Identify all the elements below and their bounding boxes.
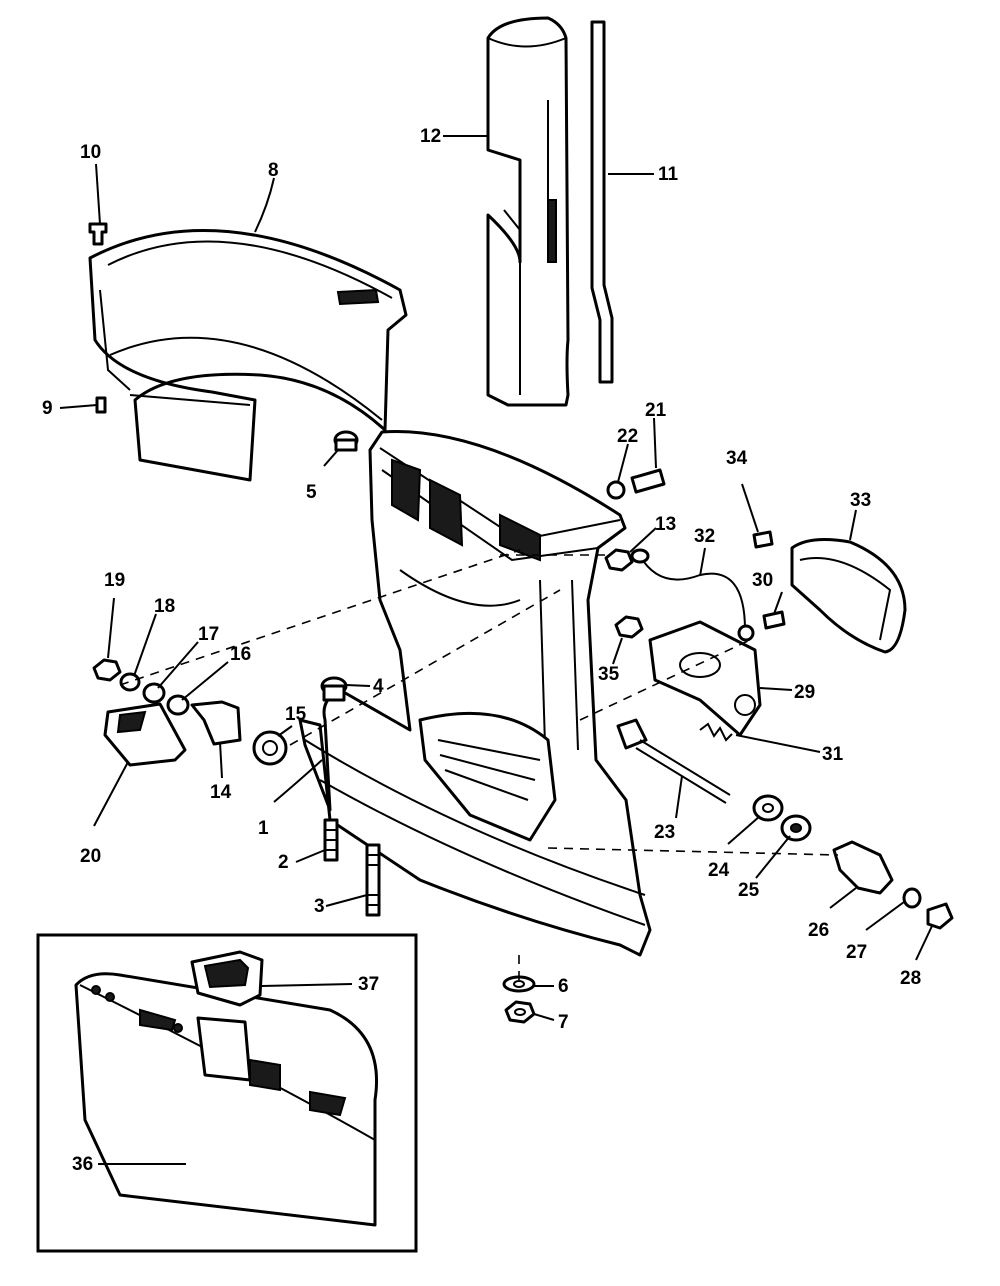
- label-26: 26: [808, 920, 829, 941]
- label-5: 5: [306, 482, 317, 503]
- label-22: 22: [617, 426, 638, 447]
- bolt-21: [630, 468, 666, 494]
- label-4: 4: [373, 676, 384, 697]
- label-20: 20: [80, 846, 101, 867]
- label-10: 10: [80, 142, 101, 163]
- fitting-14: [190, 700, 242, 746]
- label-11: 11: [658, 164, 679, 185]
- fitting-26: [832, 840, 894, 895]
- label-31: 31: [822, 744, 844, 765]
- washer-27: [902, 887, 922, 909]
- label-12: 12: [420, 126, 441, 147]
- label-16: 16: [230, 644, 251, 665]
- cover-20: [103, 702, 187, 767]
- callout-labels: 1 2 3 4 5 6 7 8 9 10 11 12 13 14 15 16 1…: [42, 126, 921, 1175]
- bolt-23: [616, 718, 731, 804]
- label-17: 17: [198, 624, 219, 645]
- label-18: 18: [154, 596, 175, 617]
- label-2: 2: [278, 852, 289, 873]
- label-3: 3: [314, 896, 325, 917]
- washer-24: [752, 794, 784, 822]
- label-1: 1: [258, 818, 269, 839]
- washer-18: [119, 672, 141, 692]
- label-32: 32: [694, 526, 715, 547]
- plate-29: [648, 620, 762, 737]
- seal-15: [252, 730, 288, 766]
- chaps-cover: [88, 229, 408, 482]
- inset-box: [36, 933, 418, 1253]
- label-24: 24: [708, 860, 730, 881]
- exhaust-tube: [486, 16, 570, 407]
- stud-2: [323, 818, 339, 862]
- label-34: 34: [726, 448, 748, 469]
- spring-31: [699, 722, 733, 742]
- label-21: 21: [645, 400, 667, 421]
- label-33: 33: [850, 490, 871, 511]
- stud-3: [365, 843, 381, 917]
- leader-lines: [59, 135, 933, 1165]
- shift-rod: [590, 20, 614, 384]
- washer-17: [142, 682, 166, 704]
- nut-35: [614, 615, 644, 639]
- cover-33: [790, 538, 907, 654]
- nut-28: [926, 902, 954, 930]
- screw-34: [752, 530, 774, 549]
- driveshaft-housing: [298, 430, 652, 957]
- label-30: 30: [752, 570, 773, 591]
- water-pickup-36: [74, 972, 378, 1227]
- label-7: 7: [558, 1012, 569, 1033]
- washer-6: [502, 975, 536, 993]
- nut-7: [504, 1000, 536, 1024]
- assembly-lines: [119, 549, 839, 980]
- plug-5: [333, 430, 359, 452]
- screw-9: [95, 396, 107, 414]
- label-9: 9: [42, 398, 53, 419]
- label-36: 36: [72, 1154, 93, 1175]
- nut-13: [604, 548, 634, 572]
- screw-30: [762, 610, 786, 630]
- screw-10: [88, 222, 108, 246]
- label-37: 37: [358, 974, 379, 995]
- label-19: 19: [104, 570, 125, 591]
- label-27: 27: [846, 942, 867, 963]
- washer-22: [606, 480, 626, 500]
- trim-fin: [418, 711, 557, 842]
- label-28: 28: [900, 968, 921, 989]
- nut-19: [92, 658, 122, 682]
- seal-37: [190, 950, 264, 1007]
- label-23: 23: [654, 822, 675, 843]
- label-15: 15: [285, 704, 307, 725]
- label-25: 25: [738, 880, 760, 901]
- label-35: 35: [598, 664, 620, 685]
- label-14: 14: [210, 782, 232, 803]
- washer-25: [780, 814, 812, 842]
- washer-16: [166, 694, 190, 716]
- plug-4: [320, 676, 348, 702]
- label-8: 8: [268, 160, 279, 181]
- label-29: 29: [794, 682, 815, 703]
- label-6: 6: [558, 976, 569, 997]
- label-13: 13: [655, 514, 676, 535]
